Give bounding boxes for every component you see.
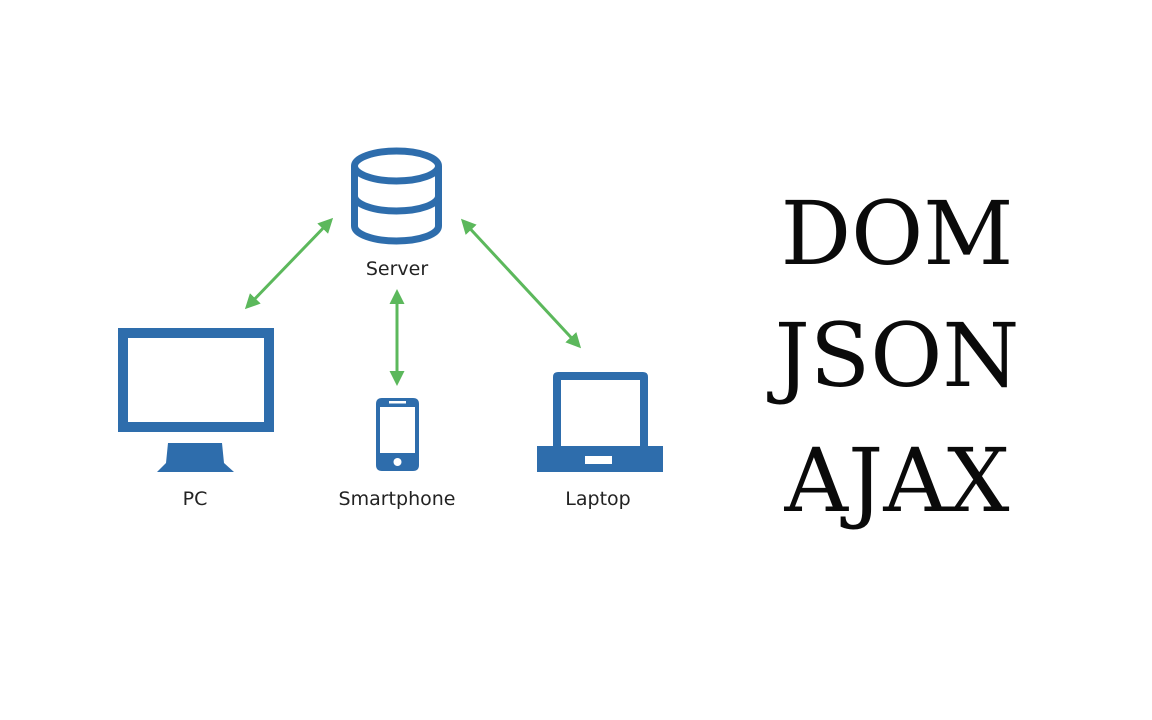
arrow-server-pc (244, 217, 334, 310)
term-json: JSON (774, 304, 1020, 407)
monitor-icon (118, 328, 274, 472)
laptop-label: Laptop (565, 488, 631, 510)
term-dom: DOM (780, 182, 1014, 285)
arrow-server-laptop (460, 218, 582, 349)
laptop-icon (537, 372, 663, 472)
server-label: Server (365, 258, 429, 280)
smartphone-icon (376, 398, 419, 471)
database-icon (351, 147, 442, 245)
term-ajax: AJAX (784, 429, 1010, 532)
pc-label: PC (182, 488, 208, 510)
smartphone-label: Smartphone (338, 488, 456, 510)
